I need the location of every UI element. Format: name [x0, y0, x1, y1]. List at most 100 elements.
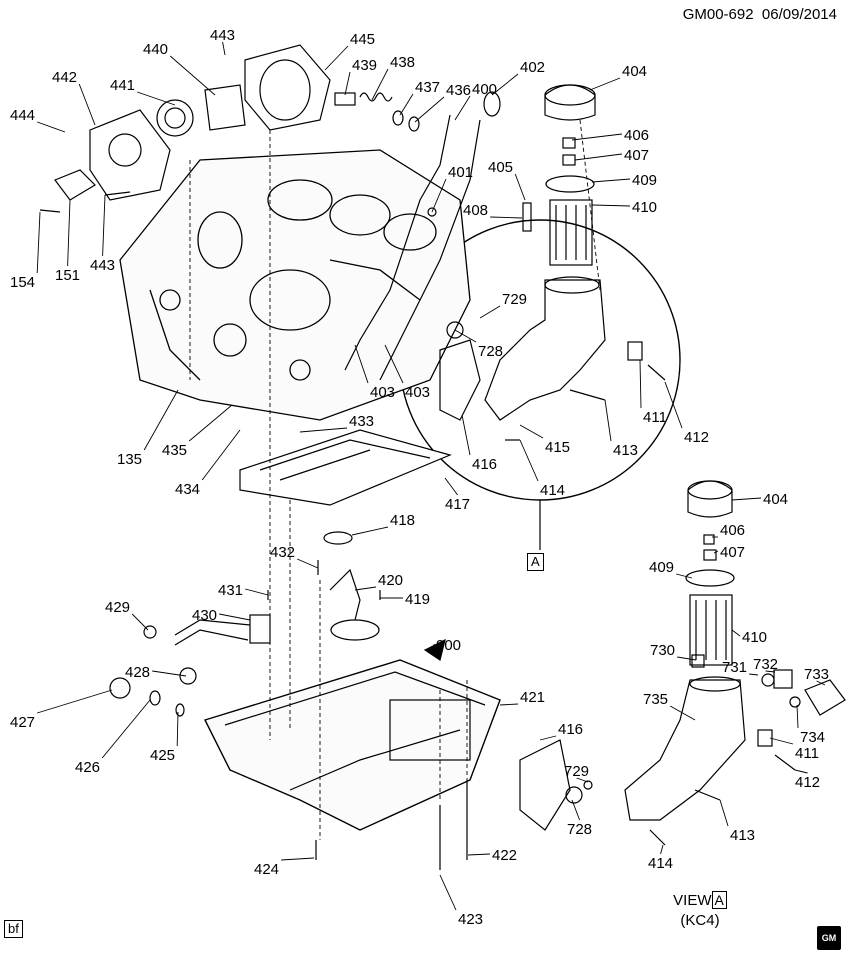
- callout-leader-402: [491, 73, 519, 96]
- relief-valve-parts: [334, 92, 420, 132]
- filter-housing-upper: [439, 276, 666, 441]
- callout-433: 433: [349, 413, 374, 430]
- callout-leader-403a: [354, 344, 369, 384]
- callout-leader-732: [765, 670, 776, 673]
- callout-leader-154: [36, 211, 41, 274]
- callout-402: 402: [520, 59, 545, 76]
- callout-440: 440: [143, 41, 168, 58]
- callout-leader-415: [519, 424, 544, 439]
- callout-423: 423: [458, 911, 483, 928]
- callout-leader-728a: [454, 329, 477, 343]
- callout-429: 429: [105, 599, 130, 616]
- callout-leader-440: [169, 55, 216, 96]
- callout-leader-409a: [591, 178, 631, 183]
- callout-leader-443b: [102, 194, 106, 257]
- callout-443b: 443: [90, 257, 115, 274]
- callout-436: 436: [446, 82, 471, 99]
- callout-730: 730: [650, 642, 675, 659]
- callout-leader-412b: [794, 769, 808, 774]
- callout-leader-441: [137, 91, 176, 106]
- callout-leader-405: [514, 173, 526, 201]
- callout-728a: 728: [478, 343, 503, 360]
- diagram-header: GM00-692 06/09/2014: [683, 6, 837, 23]
- callout-401: 401: [448, 164, 473, 181]
- callout-437: 437: [415, 79, 440, 96]
- callout-413b: 413: [730, 827, 755, 844]
- callout-419: 419: [405, 591, 430, 608]
- callout-444: 444: [10, 107, 35, 124]
- callout-426: 426: [75, 759, 100, 776]
- callout-leader-414a: [519, 439, 539, 482]
- oil-pump-group: [39, 44, 331, 213]
- callout-leader-400: [454, 95, 471, 121]
- callout-leader-406a: [571, 133, 623, 141]
- oil-filter-stack-lower: [519, 480, 846, 846]
- callout-leader-438: [371, 68, 389, 101]
- callout-leader-404a: [589, 77, 621, 91]
- callout-leader-410b: [731, 629, 741, 637]
- callout-leader-421: [499, 703, 519, 706]
- callout-leader-404b: [731, 497, 762, 501]
- callout-409a: 409: [632, 172, 657, 189]
- diagram-date: 06/09/2014: [761, 6, 837, 23]
- callout-411a: 411: [643, 409, 667, 426]
- callout-leader-435: [188, 404, 233, 442]
- callout-403a: 403: [370, 384, 395, 401]
- callout-441: 441: [110, 77, 135, 94]
- callout-leader-431: [245, 588, 269, 596]
- callout-leader-442: [78, 83, 96, 126]
- callout-414b: 414: [648, 855, 673, 872]
- callout-leader-729b: [576, 777, 589, 783]
- callout-leader-443a: [222, 41, 226, 56]
- callout-417: 417: [445, 496, 470, 513]
- callout-430: 430: [192, 607, 217, 624]
- callout-728b: 728: [567, 821, 592, 838]
- callout-428: 428: [125, 664, 150, 681]
- callout-leader-424: [281, 857, 315, 861]
- callout-431: 431: [218, 582, 243, 599]
- callout-leader-729a: [479, 305, 501, 319]
- callout-leader-733: [816, 680, 826, 686]
- callout-413a: 413: [613, 442, 638, 459]
- callout-leader-418: [351, 526, 389, 536]
- alignment-lines: [189, 119, 601, 840]
- callout-900: 900: [436, 637, 461, 654]
- callout-412a: 412: [684, 429, 709, 446]
- callout-406a: 406: [624, 127, 649, 144]
- callout-405: 405: [488, 159, 513, 176]
- callout-734: 734: [800, 729, 825, 746]
- callout-403b: 403: [405, 384, 430, 401]
- callout-leader-730: [677, 656, 697, 661]
- callout-439: 439: [352, 57, 377, 74]
- callout-442: 442: [52, 69, 77, 86]
- view-subtitle: (KC4): [680, 912, 720, 929]
- callout-411b: 411: [795, 745, 819, 762]
- callout-leader-445: [324, 45, 349, 71]
- callout-735: 735: [643, 691, 668, 708]
- callout-432: 432: [270, 544, 295, 561]
- callout-leader-433: [299, 427, 348, 433]
- callout-leader-427: [37, 689, 113, 714]
- callout-leader-420: [354, 586, 377, 591]
- callout-415: 415: [545, 439, 570, 456]
- callout-404b: 404: [763, 491, 788, 508]
- callout-leader-434: [201, 429, 241, 481]
- callout-412b: 412: [795, 774, 820, 791]
- callout-leader-436: [414, 96, 445, 123]
- callout-leader-423: [439, 874, 457, 911]
- callout-733: 733: [804, 666, 829, 683]
- callout-leader-412a: [664, 381, 683, 429]
- oil-pan: [204, 638, 501, 870]
- callout-leader-416b: [539, 735, 557, 741]
- callout-leader-428: [152, 670, 187, 677]
- callout-410a: 410: [632, 199, 657, 216]
- callout-leader-430: [219, 613, 251, 621]
- callout-leader-414b: [660, 844, 664, 855]
- callout-731: 731: [722, 659, 747, 676]
- callout-410b: 410: [742, 629, 767, 646]
- callout-416b: 416: [558, 721, 583, 738]
